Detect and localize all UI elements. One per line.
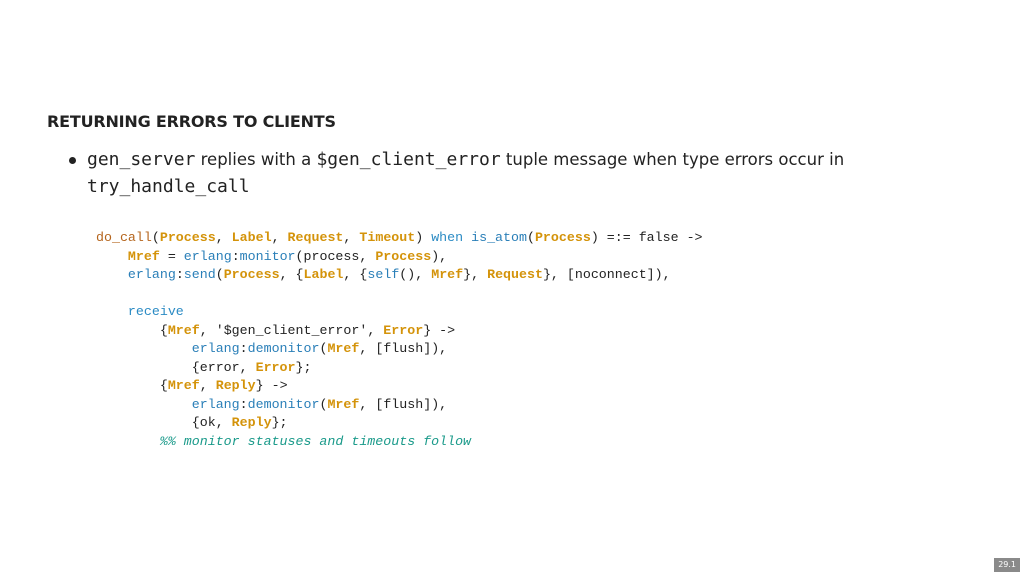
bullet-text-2: tuple message when type errors occur in [500,150,845,169]
code-token: Label [303,267,344,282]
code-line: do_call(Process, Label, Request, Timeout… [96,230,703,245]
code-token: , [flush]), [359,396,448,412]
code-token: Error [383,322,424,338]
slide-title: RETURNING ERRORS TO CLIENTS [47,112,336,131]
code-token: : [175,267,184,282]
code-token: : [231,248,240,264]
code-token [96,341,192,356]
code-token: Process [534,230,591,245]
code-line: %% monitor statuses and timeouts follow [96,434,471,449]
code-line: {error, Error}; [96,359,312,375]
code-line: receive [96,304,184,319]
bullet-text-1: replies with a [195,150,317,169]
code-token: , [199,378,216,393]
code-token: Mref [167,378,200,393]
code-token [96,397,192,412]
code-token: {error, [96,359,256,375]
code-token: send [183,267,216,282]
code-token: {ok, [96,415,232,430]
code-token: ) [415,230,432,245]
code-token: ), [431,248,448,264]
code-token: self [367,267,400,282]
code-token: ( [319,341,328,356]
code-token: { [96,378,168,393]
code-line: {ok, Reply}; [96,415,288,430]
code-token: Process [375,248,432,264]
code-token: is_atom [471,230,527,245]
code-token: ( [215,267,224,282]
code-token: Process [223,267,280,282]
code-token: ( [151,230,160,245]
code-token: when [431,230,464,245]
code-token: Mref [431,267,464,282]
code-line: erlang:send(Process, {Label, {self(), Mr… [96,267,671,282]
code-line: {Mref, Reply} -> [96,378,288,393]
code-token [96,434,160,449]
code-token: Label [231,230,272,245]
code-token: }, [noconnect]), [542,267,671,282]
code-token: }; [295,359,312,375]
code-token: , [215,230,232,245]
code-token: receive [127,304,184,319]
code-token: ) =:= false -> [590,230,703,245]
code-token [96,304,128,319]
code-token: erlang [191,341,240,356]
bullet-list: gen_server replies with a $gen_client_er… [66,146,946,200]
code-token: ( [319,396,328,412]
code-block: do_call(Process, Label, Request, Timeout… [96,229,703,451]
code-token: , [343,230,360,245]
code-token: , [271,230,288,245]
code-token: (process, [295,248,376,264]
code-token: demonitor [247,396,320,412]
code-token: Mref [327,396,360,412]
code-token: : [239,341,248,356]
code-token: { [96,322,168,338]
code-token: Mref [127,248,160,264]
code-token: Mref [167,322,200,338]
code-token: }, [463,267,488,282]
code-token: : [239,396,248,412]
code-token: ( [526,230,535,245]
code-token [96,249,128,264]
code-line: erlang:demonitor(Mref, [flush]), [96,397,447,412]
bullet-item: gen_server replies with a $gen_client_er… [66,146,946,200]
code-token: }; [271,415,288,430]
inline-code-gen-server: gen_server [87,149,196,170]
code-token: Request [287,230,344,245]
code-token: monitor [239,248,296,264]
code-token: Reply [215,378,256,393]
code-token: Error [255,359,296,375]
code-line: {Mref, '$gen_client_error', Error} -> [96,323,455,338]
code-token [96,267,128,282]
code-token: %% monitor statuses and timeouts follow [159,433,472,449]
code-token: erlang [183,248,232,264]
code-token: Process [159,230,216,245]
code-token: demonitor [247,341,320,356]
code-token: } -> [423,322,456,338]
code-token: , { [279,267,304,282]
inline-code-gen-client-error: $gen_client_error [316,149,501,170]
code-line: erlang:demonitor(Mref, [flush]), [96,341,447,356]
code-token: } -> [255,378,288,393]
code-token: erlang [191,396,240,412]
code-line: Mref = erlang:monitor(process, Process), [96,249,447,264]
code-token: Mref [327,341,360,356]
code-token: , [flush]), [359,341,448,356]
slide-number[interactable]: 29.1 [994,558,1020,572]
code-token: Timeout [359,230,416,245]
code-token: Reply [231,415,272,430]
code-token: erlang [127,267,176,282]
code-token: , { [343,267,368,282]
code-token: do_call [96,230,152,245]
code-token: (), [399,267,432,282]
code-token [463,230,471,245]
inline-code-try-handle-call: try_handle_call [87,176,250,197]
code-token: Request [487,267,543,282]
code-token: = [159,248,184,264]
code-token: , '$gen_client_error', [199,322,384,338]
